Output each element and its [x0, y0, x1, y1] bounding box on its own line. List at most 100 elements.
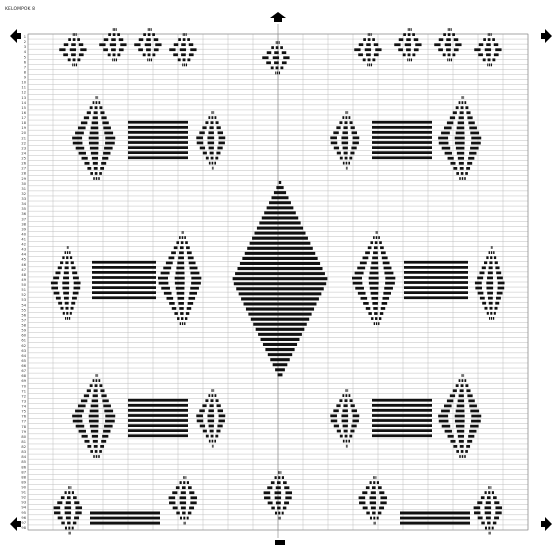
row-number: 98 [21, 526, 26, 530]
row-number: 12 [21, 91, 26, 95]
row-number: 66 [21, 364, 26, 368]
row-number: 43 [21, 248, 26, 252]
row-number: 46 [21, 263, 26, 267]
row-number: 55 [21, 308, 26, 312]
row-number: 75 [21, 410, 26, 414]
row-number: 47 [21, 268, 26, 272]
row-number: 84 [21, 455, 26, 459]
row-number: 60 [21, 334, 26, 338]
row-number: 10 [21, 81, 26, 85]
row-number: 22 [21, 141, 26, 145]
row-number: 51 [21, 288, 26, 292]
row-number: 24 [21, 151, 26, 155]
row-number: 67 [21, 369, 26, 373]
row-number: 65 [21, 359, 26, 363]
row-number: 74 [21, 405, 26, 409]
row-number: 80 [21, 435, 26, 439]
row-number: 93 [21, 501, 26, 505]
row-number: 68 [21, 374, 26, 378]
row-number: 95 [21, 511, 26, 515]
row-number: 89 [21, 480, 26, 484]
row-number: 62 [21, 344, 26, 348]
row-number: 49 [21, 278, 26, 282]
row-number: 17 [21, 116, 26, 120]
chart-title: KELOMPOK 8 [5, 7, 35, 12]
row-number: 76 [21, 415, 26, 419]
row-number: 88 [21, 475, 26, 479]
row-number: 29 [21, 177, 26, 181]
row-number: 35 [21, 207, 26, 211]
row-number: 26 [21, 162, 26, 166]
row-number: 21 [21, 136, 26, 140]
row-number: 72 [21, 394, 26, 398]
arrow-left-icon [10, 517, 21, 531]
row-number: 4 [24, 50, 27, 54]
row-number: 48 [21, 273, 26, 277]
row-number: 20 [21, 131, 26, 135]
row-number: 11 [21, 86, 26, 90]
row-number: 63 [21, 349, 26, 353]
row-number: 34 [21, 202, 26, 206]
row-number: 77 [21, 420, 26, 424]
row-number: 45 [21, 258, 26, 262]
row-number: 40 [21, 232, 26, 236]
row-number: 61 [21, 339, 26, 343]
row-number: 90 [21, 485, 26, 489]
row-number: 94 [21, 506, 26, 510]
row-number: 25 [21, 157, 26, 161]
row-number: 92 [21, 496, 26, 500]
row-number: 78 [21, 425, 26, 429]
row-number: 96 [21, 516, 26, 520]
row-number: 87 [21, 470, 26, 474]
row-number: 59 [21, 329, 26, 333]
row-number: 39 [21, 227, 26, 231]
row-number: 85 [21, 460, 26, 464]
row-number: 13 [21, 96, 26, 100]
row-number: 27 [21, 167, 26, 171]
row-number: 5 [24, 55, 26, 59]
row-number: 1 [24, 35, 26, 39]
row-number: 15 [21, 106, 26, 110]
row-number: 82 [21, 445, 26, 449]
row-number: 37 [21, 217, 26, 221]
row-number: 69 [21, 379, 26, 383]
row-number: 50 [21, 283, 26, 287]
row-number: 36 [21, 212, 26, 216]
arrow-left-icon [10, 29, 21, 43]
row-number: 64 [21, 354, 26, 358]
arrow-right-icon [541, 29, 552, 43]
row-number: 28 [21, 172, 26, 176]
row-number: 73 [21, 399, 26, 403]
row-number: 30 [21, 182, 26, 186]
arrow-up-icon [270, 12, 286, 22]
row-number: 32 [21, 192, 26, 196]
row-number: 83 [21, 450, 26, 454]
row-number: 54 [21, 303, 26, 307]
arrow-right-icon [541, 517, 552, 531]
row-number: 42 [21, 243, 26, 247]
row-number: 97 [21, 521, 26, 525]
row-number: 23 [21, 146, 26, 150]
row-number: 31 [21, 187, 26, 191]
row-number: 57 [21, 318, 26, 322]
row-number: 33 [21, 197, 26, 201]
row-number: 19 [21, 126, 26, 130]
row-number: 16 [21, 111, 26, 115]
marker-bar-icon [275, 540, 285, 545]
row-number: 41 [21, 237, 26, 241]
row-number: 38 [21, 222, 26, 226]
row-number: 9 [24, 76, 27, 80]
row-number-labels: 1234567891011121314151617181920212223242… [21, 35, 26, 530]
row-number: 52 [21, 293, 26, 297]
row-number: 14 [21, 101, 26, 105]
row-number: 91 [21, 491, 26, 495]
row-number: 2 [24, 40, 26, 44]
row-number: 86 [21, 465, 26, 469]
row-number: 70 [21, 384, 26, 388]
row-number: 44 [21, 253, 26, 257]
grid-lines [28, 24, 528, 538]
row-number: 79 [21, 430, 26, 434]
row-number: 6 [24, 60, 27, 64]
